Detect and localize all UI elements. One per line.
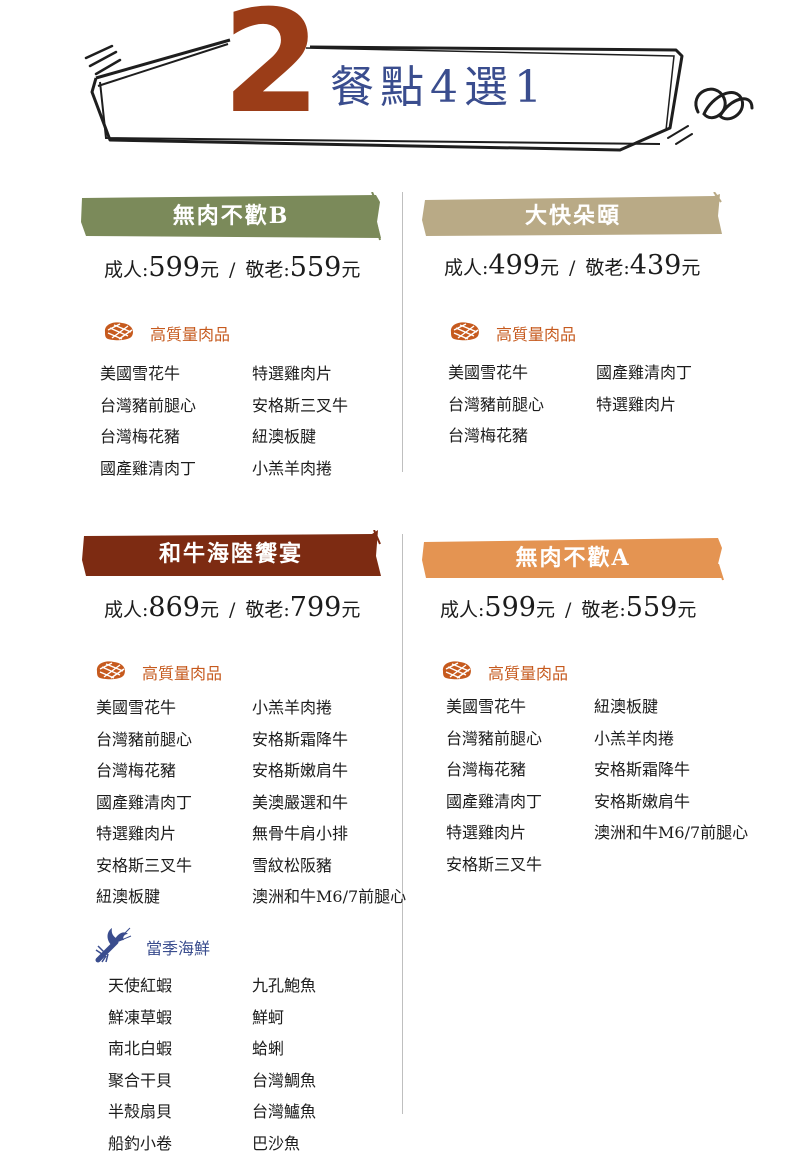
plan-name: 無肉不歡A [515,545,631,571]
page-title: 餐點4選1 [330,62,548,113]
list-item: 巴沙魚 [252,1133,301,1153]
list-item: 紐澳板腱 [594,697,659,716]
lobster-icon [94,926,132,968]
meat-section-header: 高質量肉品 [94,659,222,685]
meat-section-header: 高質量肉品 [448,320,576,346]
list-item: 天使紅蝦 [108,976,173,995]
list-item: 安格斯三叉牛 [96,855,193,875]
list-item: 台灣梅花豬 [96,761,177,780]
banner-brush [422,192,722,236]
list-item: 安格斯三叉牛 [252,395,349,415]
list-item: 國產雞清肉丁 [446,791,543,811]
list-item: 國產雞清肉丁 [96,792,193,812]
adult-price: 499 [488,250,540,281]
plan-name: 和牛海陸饗宴 [158,541,303,567]
price-line: 成人:599元/敬老:559元 [440,592,697,623]
list-item: 安格斯霜降牛 [594,760,691,779]
list-item: 台灣豬前腿心 [96,729,193,749]
list-item: 澳洲和牛M6/7前腿心 [252,887,407,906]
list-item: 蛤蜊 [252,1039,285,1058]
plan-banner-b: 無肉不歡B [80,192,382,241]
list-item: 特選雞肉片 [252,364,333,383]
steak-icon [102,320,136,346]
seafood-list: 天使紅蝦 九孔鮑魚鮮凍草蝦 鮮蚵南北白蝦 蛤蜊聚合干貝 台灣鯛魚半殼扇貝 台灣鱸魚船釣小卷… [108,970,412,1159]
list-item: 紐澳板腱 [96,887,161,906]
price-line: 成人:499元/敬老:439元 [444,250,701,281]
steak-icon [94,659,128,685]
list-item: 台灣豬前腿心 [448,394,545,414]
list-item: 台灣豬前腿心 [446,728,543,748]
banner-brush [422,538,724,581]
divider-top [402,192,403,472]
list-item: 南北白蝦 [108,1039,173,1058]
list-item [594,849,754,881]
steak-icon [448,320,482,346]
plan-banner-wagyu: 和牛海陸饗宴 [80,530,382,576]
list-item: 鮮凍草蝦 [108,1007,173,1027]
meat-list: 美國雪花牛 小羔羊肉捲台灣豬前腿心 安格斯霜降牛台灣梅花豬 安格斯嫩肩牛國產雞清肉丁 美… [96,692,412,913]
list-item: 台灣梅花豬 [100,427,181,446]
list-item [596,420,756,452]
list-item: 澳洲和牛M6/7前腿心 [594,823,749,842]
plan-name: 無肉不歡B [172,203,290,229]
senior-price: 799 [289,592,342,623]
meat-list: 美國雪花牛紐澳板腱台灣豬前腿心小羔羊肉捲台灣梅花豬安格斯霜降牛國產雞清肉丁安格斯… [446,691,754,880]
banner-brush [81,192,381,241]
list-item: 小羔羊肉捲 [252,458,333,478]
section-number: 2 [222,0,321,145]
meat-list: 美國雪花牛 國產雞清肉丁台灣豬前腿心 特選雞肉片台灣梅花豬 [448,357,756,452]
list-item: 美國雪花牛 [448,363,529,382]
plan-banner-a: 無肉不歡A [422,534,724,581]
steak-icon [440,659,474,685]
seafood-section-header: 當季海鮮 [94,926,210,968]
price-line: 成人:599元/敬老:559元 [104,252,361,283]
divider-bottom [402,534,403,1114]
list-item: 紐澳板腱 [252,427,317,446]
list-item: 特選雞肉片 [96,824,177,843]
senior-price: 559 [289,252,342,283]
senior-price: 559 [625,592,678,623]
list-item: 台灣豬前腿心 [100,395,197,415]
list-item: 安格斯霜降牛 [252,729,349,749]
adult-price: 869 [148,592,200,623]
adult-price: 599 [148,252,200,283]
list-item: 無骨牛肩小排 [252,824,349,843]
list-item: 美國雪花牛 [96,698,177,717]
list-item: 特選雞肉片 [446,823,527,842]
list-item: 安格斯嫩肩牛 [252,761,349,780]
list-item: 小羔羊肉捲 [594,728,675,748]
list-item: 特選雞肉片 [596,394,677,414]
list-item: 台灣梅花豬 [446,760,527,779]
list-item: 國產雞清肉丁 [100,458,197,478]
list-item: 聚合干貝 [108,1070,173,1090]
list-item: 安格斯三叉牛 [446,854,543,874]
meat-section-header: 高質量肉品 [440,659,568,685]
list-item: 美國雪花牛 [446,697,527,716]
list-item: 雪紋松阪豬 [252,855,333,875]
list-item: 安格斯嫩肩牛 [594,791,691,811]
list-item: 船釣小卷 [108,1133,173,1153]
header-frame [84,38,754,152]
meat-list: 美國雪花牛 特選雞肉片台灣豬前腿心 安格斯三叉牛台灣梅花豬 紐澳板腱國產雞清肉丁 小羔羊… [100,358,412,484]
list-item: 小羔羊肉捲 [252,698,333,717]
list-item: 美澳嚴選和牛 [252,792,349,812]
list-item: 半殼扇貝 [108,1102,173,1121]
list-item: 台灣鱸魚 [252,1102,317,1121]
list-item: 九孔鮑魚 [252,976,317,995]
meat-section-header: 高質量肉品 [102,320,230,346]
list-item: 鮮蚵 [252,1007,285,1027]
senior-price: 439 [629,250,682,281]
plan-name: 大快朵頤 [524,203,621,229]
list-item: 國產雞清肉丁 [596,363,693,382]
list-item: 台灣梅花豬 [448,426,529,445]
list-item: 台灣鯛魚 [252,1070,317,1090]
plan-banner-dakuai: 大快朵頤 [422,192,724,236]
price-line: 成人:869元/敬老:799元 [104,592,361,623]
list-item: 美國雪花牛 [100,364,181,383]
banner-brush [82,530,381,576]
adult-price: 599 [484,592,536,623]
